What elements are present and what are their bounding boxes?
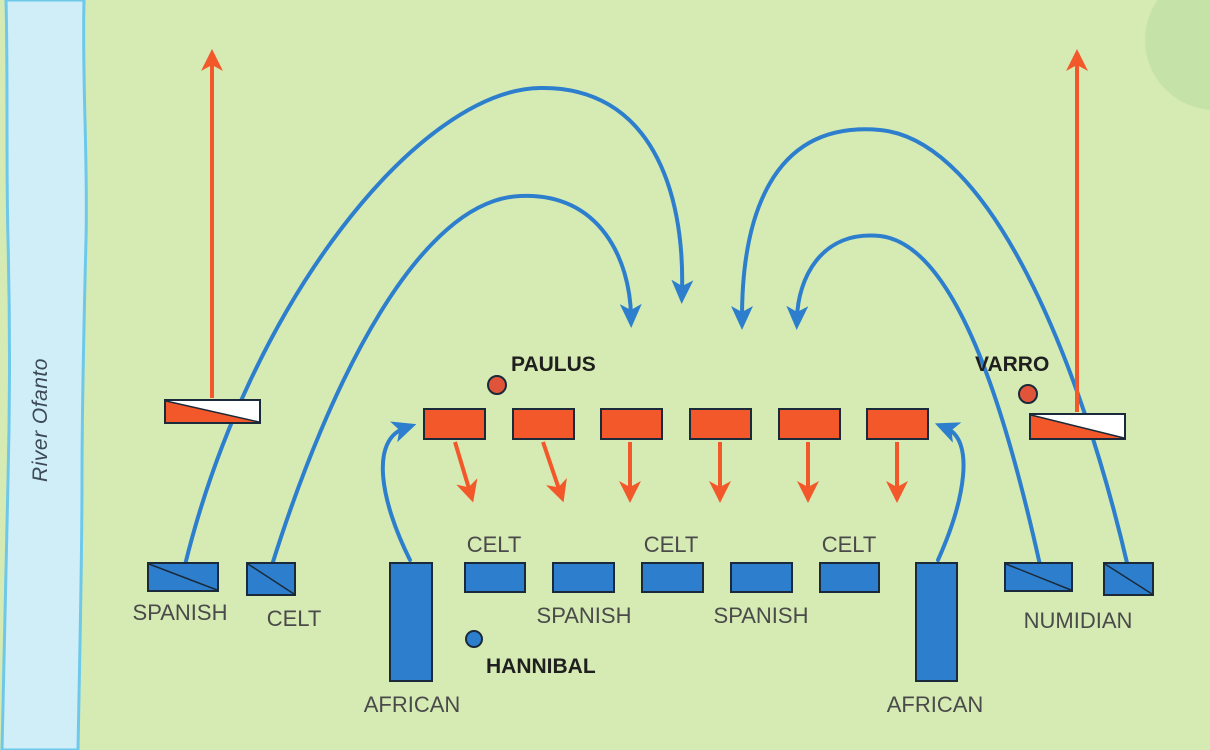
land-shading [1145, 0, 1210, 110]
roman-infantry-1 [423, 408, 486, 440]
roman-cavalry-left [164, 399, 261, 424]
centre-label-spanish-2: SPANISH [713, 603, 809, 628]
centre-label-celt-2: CELT [643, 532, 699, 557]
centre-label-spanish-1: SPANISH [536, 603, 632, 628]
hannibal-marker [465, 630, 483, 648]
arrow-african-right-flank [934, 422, 966, 562]
celt-cavalry [246, 562, 296, 596]
spanish-cavalry [147, 562, 219, 592]
arrow-roman-advance-1 [453, 441, 478, 503]
roman-cavalry-arrows [201, 49, 1088, 412]
arrow-roman-advance-2 [541, 441, 567, 503]
centre-label-celt-1: CELT [466, 532, 522, 557]
arrow-african-left-flank [380, 421, 417, 562]
roman-infantry-6 [866, 408, 929, 440]
carthaginian-infantry [389, 562, 958, 682]
centre-label-celt-3: CELT [821, 532, 877, 557]
roman-infantry-2 [512, 408, 575, 440]
centre-infantry-3 [641, 562, 704, 593]
centre-infantry-5 [819, 562, 880, 593]
roman-infantry-4 [689, 408, 752, 440]
carthaginian-cavalry [147, 562, 1154, 596]
african-right-label: AFRICAN [886, 692, 984, 717]
celt-cavalry-label: CELT [266, 606, 322, 631]
centre-infantry-4 [730, 562, 793, 593]
roman-infantry-5 [778, 408, 841, 440]
centre-infantry-1 [464, 562, 526, 593]
numidian-cavalry-2 [1103, 562, 1154, 596]
roman-infantry-arrows [453, 441, 908, 503]
arrow-spanish-envelopment [183, 85, 694, 567]
varro-marker [1018, 384, 1038, 404]
numidian-cavalry-1 [1004, 562, 1073, 592]
paulus-label: PAULUS [511, 353, 596, 376]
arrow-numidian-envelopment-2 [786, 233, 1042, 567]
hannibal-label: HANNIBAL [486, 655, 596, 678]
arrow-celt-envelopment [270, 193, 642, 567]
roman-cavalry-right [1029, 413, 1126, 440]
african-infantry-right [915, 562, 958, 682]
african-infantry-left [389, 562, 433, 682]
paulus-marker [487, 375, 507, 395]
numidian-label: NUMIDIAN [1023, 608, 1133, 633]
river-label: River Ofanto [29, 358, 52, 482]
african-left-label: AFRICAN [363, 692, 461, 717]
roman-infantry-3 [600, 408, 663, 440]
roman-infantry-line [423, 408, 929, 440]
varro-label: VARRO [975, 353, 1050, 376]
spanish-cavalry-label: SPANISH [132, 600, 228, 625]
centre-infantry-2 [552, 562, 615, 593]
african-flank-arrows [380, 421, 966, 562]
river [0, 0, 88, 750]
